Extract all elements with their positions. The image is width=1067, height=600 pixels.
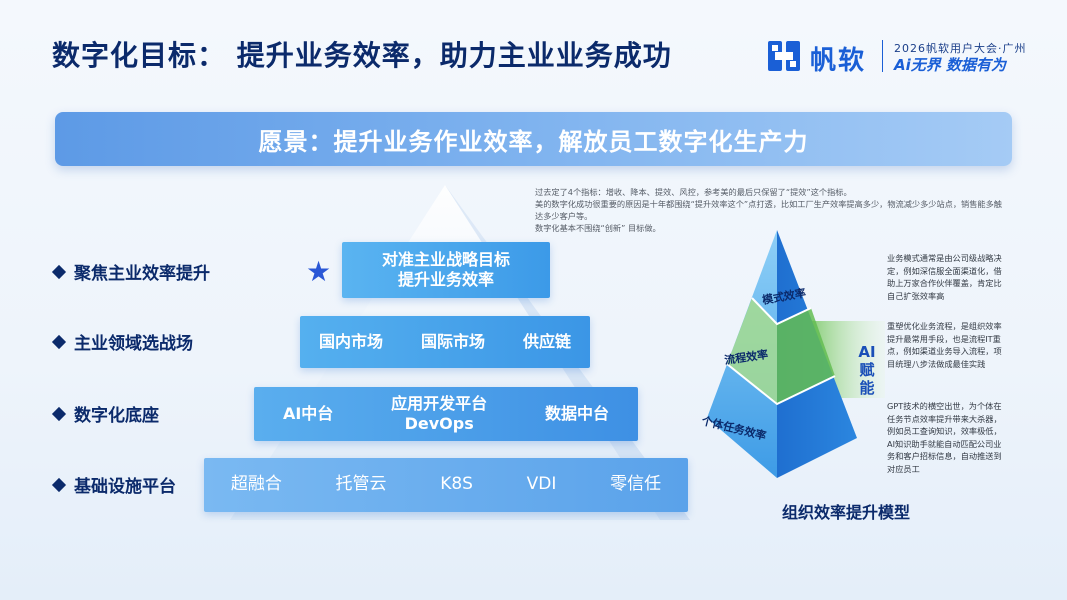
note-line: 过去定了4个指标：增收、降本、提效、风控，参考美的最后只保留了“提效”这个指标。	[535, 187, 852, 197]
label-focus-efficiency: 聚焦主业效率提升	[51, 259, 210, 284]
desc-process-efficiency: 重塑优化业务流程，是组织效率提升最常用手段，也是流程IT重点，例如渠道业务导入流…	[887, 321, 1002, 369]
vision-banner: 愿景：提升业务作业效率，解放员工数字化生产力	[55, 112, 1012, 166]
tier-infrastructure: 超融合 托管云 K8S VDI 零信任	[204, 458, 688, 512]
tier-markets: 国内市场 国际市场 供应链	[300, 316, 590, 368]
note-line: 美的数字化成功很重要的原因是十年都围绕“提升效率这个”点打透，比如工厂生产效率提…	[535, 199, 1002, 221]
tier-digital-base: AI中台 应用开发平台 DevOps 数据中台	[254, 387, 638, 441]
note-line: 数字化基本不围绕“创新” 目标做。	[535, 223, 661, 233]
tier-item: AI中台	[282, 404, 334, 423]
logo-divider	[882, 40, 883, 72]
tier-item: 超融合	[230, 474, 282, 495]
tier-item: 供应链	[522, 332, 571, 351]
layer-process-efficiency: 流程效率	[723, 347, 769, 367]
label-text: 聚焦主业效率提升	[74, 264, 210, 284]
tier-item: DevOps	[404, 414, 474, 433]
ai-empower-label: AI赋能	[858, 343, 876, 397]
diamond-bullet-icon	[51, 406, 67, 421]
tier-item: K8S	[440, 474, 473, 495]
tier-item: 零信任	[610, 474, 662, 495]
label-text: 数字化底座	[74, 406, 159, 426]
label-text: 主业领域选战场	[74, 334, 193, 354]
event-slogan: Ai无界 数据有为	[894, 56, 1006, 74]
tier-item-devplatform: 应用开发平台 DevOps	[391, 394, 487, 434]
desc-mode-efficiency: 业务模式通常是由公司级战略决定，例如深信服全面渠道化，借助上万家合作伙伴覆盖，肯…	[887, 253, 1002, 301]
diamond-bullet-icon	[51, 477, 67, 492]
efficiency-model-pyramid: 模式效率 流程效率 个体任务效率	[699, 230, 885, 478]
label-text: 基础设施平台	[74, 477, 176, 497]
note-text: 过去定了4个指标：增收、降本、提效、风控，参考美的最后只保留了“提效”这个指标。…	[535, 186, 1005, 234]
tier-strategy-line1: 对准主业战略目标	[381, 250, 510, 269]
tier-item: 国内市场	[318, 332, 383, 351]
tier-item: 应用开发平台	[391, 394, 488, 413]
label-infrastructure: 基础设施平台	[51, 472, 176, 497]
tier-item: VDI	[526, 474, 557, 495]
tier-item: 数据中台	[545, 404, 610, 423]
diamond-bullet-icon	[51, 334, 67, 349]
tier-item: 国际市场	[420, 332, 485, 351]
label-battlefield: 主业领域选战场	[51, 329, 193, 354]
page-title: 数字化目标： 提升业务效率，助力主业业务成功	[52, 39, 672, 72]
fanruan-logo-icon	[768, 41, 800, 71]
star-icon: ★	[306, 255, 332, 288]
label-digital-base: 数字化底座	[51, 401, 159, 426]
tier-strategy-line2: 提升业务效率	[397, 270, 494, 289]
model-caption: 组织效率提升模型	[782, 503, 911, 522]
tier-strategy: 对准主业战略目标 提升业务效率	[342, 242, 550, 298]
desc-individual-efficiency: GPT技术的横空出世，为个体在任务节点效率提升带来大杀器，例如员工查询知识，效率…	[887, 401, 1002, 474]
tier-item: 托管云	[335, 474, 387, 495]
diamond-bullet-icon	[51, 264, 67, 279]
event-name: 2026帆软用户大会·广州	[894, 42, 1027, 55]
logo-text: 帆软	[810, 46, 867, 76]
